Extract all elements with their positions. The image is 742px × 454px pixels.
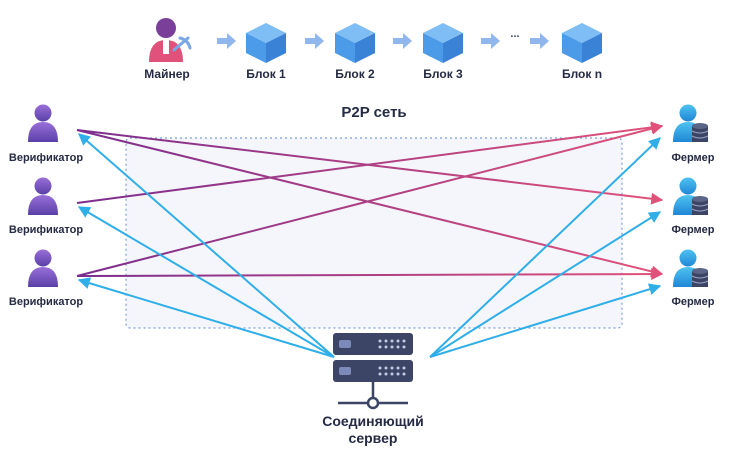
server-verifier-link [77,277,335,358]
block-3-label: Блок 3 [423,67,463,81]
verifier-icon [28,249,58,287]
chain-ellipsis: ... [510,28,520,40]
blocks-group [246,23,602,63]
server-verifier-link [78,133,335,358]
chain-arrow-icon [530,33,549,49]
database-icon [691,123,709,142]
verifier-label-2: Верификатор [8,224,84,236]
database-icon [691,268,709,287]
database-icon [691,196,709,215]
server-farmer-link [429,137,661,358]
miner-label: Майнер [144,67,190,81]
verifier-label-3: Верификатор [8,296,84,308]
chain-arrow-icon [217,33,236,49]
block-n-label: Блок n [561,67,603,81]
block-cube-icon [423,23,463,63]
verifier-farmer-link [76,268,664,281]
farmer-label-1: Фермер [671,152,715,164]
block-2-label: Блок 2 [335,67,375,81]
block-cube-icon [335,23,375,63]
connection-lines [76,121,664,358]
verifier-farmer-link [76,122,664,277]
server-label: Соединяющий сервер [322,413,424,447]
people-group [28,104,709,287]
verifier-farmer-link [76,121,664,204]
farmer-icon [673,249,709,287]
p2p-network-title: P2P сеть [341,104,407,121]
verifier-label-1: Верификатор [8,152,84,164]
server-verifier-link [77,206,335,358]
verifier-icon [28,104,58,142]
block-cube-icon [562,23,602,63]
server-label-line2: сервер [348,430,398,446]
verifier-icon [28,177,58,215]
block-1-label: Блок 1 [246,67,286,81]
chain-arrow-icon [393,33,412,49]
server-farmer-link [429,211,662,358]
miner-icon [149,18,192,62]
server-icon [333,333,413,410]
farmer-label-2: Фермер [671,224,715,236]
chain-arrows [217,33,549,49]
server-label-line1: Соединяющий [322,413,424,429]
farmer-icon [673,177,709,215]
chain-arrow-icon [481,33,500,49]
block-cube-icon [246,23,286,63]
farmer-label-3: Фермер [671,296,715,308]
farmer-icon [673,104,709,142]
server-farmer-link [429,283,662,358]
p2p-network-area [125,137,623,329]
chain-arrow-icon [305,33,324,49]
